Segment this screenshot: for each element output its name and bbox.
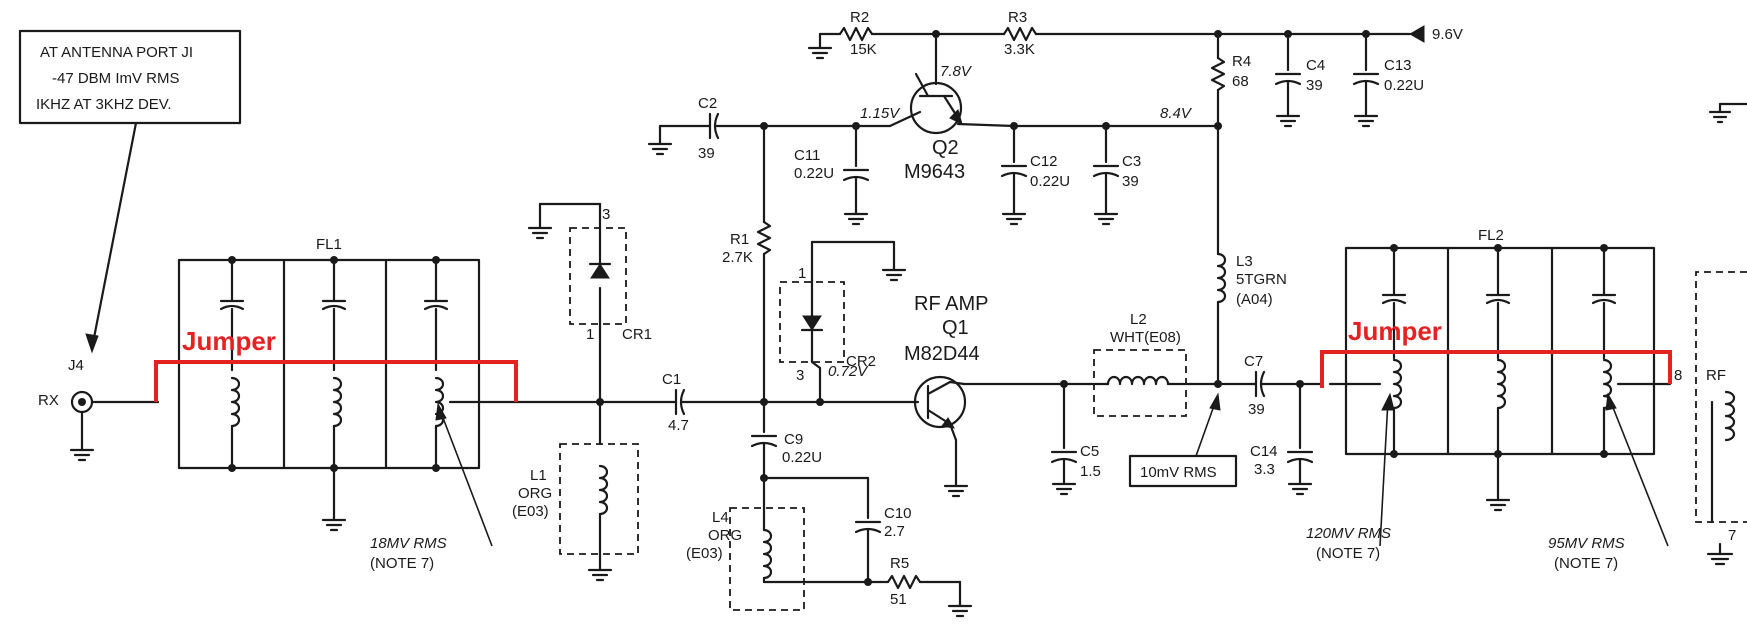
c2-value: 39 — [698, 145, 715, 162]
cr1-label: CR1 — [622, 326, 652, 343]
annotation-line-3: IKHZ AT 3KHZ DEV. — [36, 96, 172, 113]
l2-label: L2 — [1130, 311, 1147, 328]
l1-code: (E03) — [512, 503, 549, 520]
r4-label: R4 — [1232, 53, 1251, 70]
c1-capacitor: C1 4.7 — [598, 371, 766, 434]
r2-value: 15K — [850, 41, 877, 58]
c11-label: C11 — [794, 147, 820, 164]
q1-base-network: R1 2.7K C9 0.22U L4 ORG (E03) C10 2.7 R5 — [686, 122, 973, 618]
q2-part: M9643 — [904, 161, 965, 183]
c10-label: C10 — [884, 505, 912, 522]
l1-color: ORG — [518, 485, 552, 502]
q2-base-voltage: 1.15V — [860, 105, 901, 122]
c12-value: 0.22U — [1030, 173, 1070, 190]
r1-label: R1 — [730, 231, 749, 248]
q2-bias-network: C2 39 C11 0.22U 1.15V 7.8V Q2 M9643 R2 1… — [647, 9, 1412, 226]
rf-pin7: 7 — [1728, 527, 1736, 544]
cr1-l1-section: L1 ORG (E03) 3 1 CR1 — [512, 202, 652, 582]
c1-value: 4.7 — [668, 417, 689, 434]
q1-base-voltage: 0.72V — [828, 363, 869, 380]
c5-label: C5 — [1080, 443, 1099, 460]
r5-value: 51 — [890, 591, 907, 608]
c3-label: C3 — [1122, 153, 1141, 170]
measure-95mv-note: (NOTE 7) — [1554, 555, 1618, 572]
c3-value: 39 — [1122, 173, 1139, 190]
r5-label: R5 — [890, 555, 909, 572]
supply-network: R4 68 L3 5TGRN (A04) C4 39 C13 0.22U 9.6… — [1210, 25, 1747, 386]
l4-color: ORG — [708, 527, 742, 544]
cr1-pin1: 1 — [586, 326, 594, 343]
jumper-fl1: Jumper — [154, 326, 518, 402]
rx-label: RX — [38, 392, 59, 409]
l3-code: (A04) — [1236, 291, 1273, 308]
supply-voltage: 9.6V — [1432, 26, 1463, 43]
q2-label: Q2 — [932, 137, 959, 159]
l4-code: (E03) — [686, 545, 723, 562]
l2-code: WHT(E08) — [1110, 329, 1181, 346]
j4-connector: J4 RX — [38, 357, 160, 462]
j4-label: J4 — [68, 357, 84, 374]
rf-label: RF — [1706, 367, 1726, 384]
q1-part: M82D44 — [904, 343, 980, 365]
fl2-filter: FL2 8 120MV RMS (NOTE 7) — [1306, 227, 1682, 572]
fl2-label: FL2 — [1478, 227, 1504, 244]
q2-collector-voltage: 7.8V — [940, 63, 973, 80]
c7-label: C7 — [1244, 353, 1263, 370]
l1-label: L1 — [530, 467, 547, 484]
fl1-label: FL1 — [316, 236, 342, 253]
c13-label: C13 — [1384, 57, 1412, 74]
annotation-line-1: AT ANTENNA PORT JI — [40, 44, 193, 61]
q1-title: RF AMP — [914, 293, 988, 315]
jumper-fl2-label: Jumper — [1348, 316, 1442, 346]
cr2-section: 1 3 CR2 — [779, 240, 907, 406]
jumper-fl2: Jumper — [1320, 316, 1672, 388]
r3-label: R3 — [1008, 9, 1027, 26]
c10-value: 2.7 — [884, 523, 905, 540]
cr1-pin3: 3 — [602, 206, 610, 223]
measure-95mv: 95MV RMS — [1548, 535, 1625, 552]
l4-label: L4 — [712, 509, 729, 526]
jumper-fl1-label: Jumper — [182, 326, 276, 356]
annotation-line-2: -47 DBM ImV RMS — [52, 70, 180, 87]
r1-value: 2.7K — [722, 249, 753, 266]
cr2-label: CR2 — [846, 353, 876, 370]
measure-120mv-note: (NOTE 7) — [1316, 545, 1380, 562]
rf-section-partial: RF 7 — [1695, 271, 1747, 566]
c1-label: C1 — [662, 371, 681, 388]
l3-label: L3 — [1236, 253, 1253, 270]
fl2-pin8: 8 — [1674, 367, 1682, 384]
l3-turns: 5TGRN — [1236, 271, 1287, 288]
q1-label: Q1 — [942, 317, 969, 339]
antenna-annotation: AT ANTENNA PORT JI -47 DBM ImV RMS IKHZ … — [18, 29, 242, 354]
r2-label: R2 — [850, 9, 869, 26]
r4-value: 68 — [1232, 73, 1249, 90]
c4-value: 39 — [1306, 77, 1323, 94]
c7-value: 39 — [1248, 401, 1265, 418]
fl1-filter: FL1 18MV RMS (NOTE 7) — [177, 236, 602, 572]
c14-value: 3.3 — [1254, 461, 1275, 478]
c9-value: 0.22U — [782, 449, 822, 466]
r3-value: 3.3K — [1004, 41, 1035, 58]
c13-value: 0.22U — [1384, 77, 1424, 94]
c9-label: C9 — [784, 431, 803, 448]
c5-value: 1.5 — [1080, 463, 1101, 480]
c14-label: C14 — [1250, 443, 1278, 460]
q1-transistor: 0.72V RF AMP Q1 M82D44 — [762, 293, 1066, 498]
r4-node-voltage: 8.4V — [1160, 105, 1193, 122]
c12-label: C12 — [1030, 153, 1058, 170]
cr2-pin3: 3 — [796, 367, 804, 384]
measure-18mv-note: (NOTE 7) — [370, 555, 434, 572]
cr2-pin1: 1 — [798, 265, 806, 282]
measure-18mv: 18MV RMS — [370, 535, 447, 552]
c4-label: C4 — [1306, 57, 1325, 74]
c11-value: 0.22U — [794, 165, 834, 182]
c2-label: C2 — [698, 95, 717, 112]
output-network: C5 1.5 L2 WHT(E08) C7 39 C14 3.3 10mV RM… — [1050, 311, 1322, 496]
measure-10mv-box: 10mV RMS — [1140, 464, 1217, 481]
measure-120mv: 120MV RMS — [1306, 525, 1391, 542]
